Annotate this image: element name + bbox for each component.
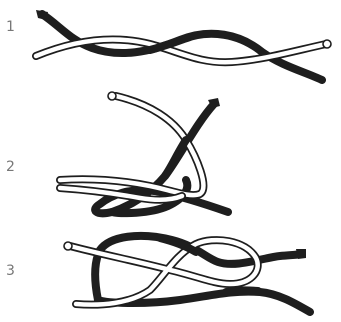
step-3-light-tip-icon (64, 242, 72, 250)
step-3-dark-overcross-b (226, 290, 258, 292)
step-2-dark-overcross (165, 140, 186, 176)
step-1-dark-tip-icon (36, 10, 48, 20)
step-1-dark-rope (42, 14, 322, 80)
step-2-light-tip-icon (108, 92, 116, 100)
step-3-dark-overcross-a (160, 238, 196, 252)
step-2-ropes (60, 92, 228, 213)
step-3-ropes (64, 236, 310, 312)
step-1-ropes (36, 10, 331, 80)
step-1-light-tip-icon (323, 40, 331, 48)
